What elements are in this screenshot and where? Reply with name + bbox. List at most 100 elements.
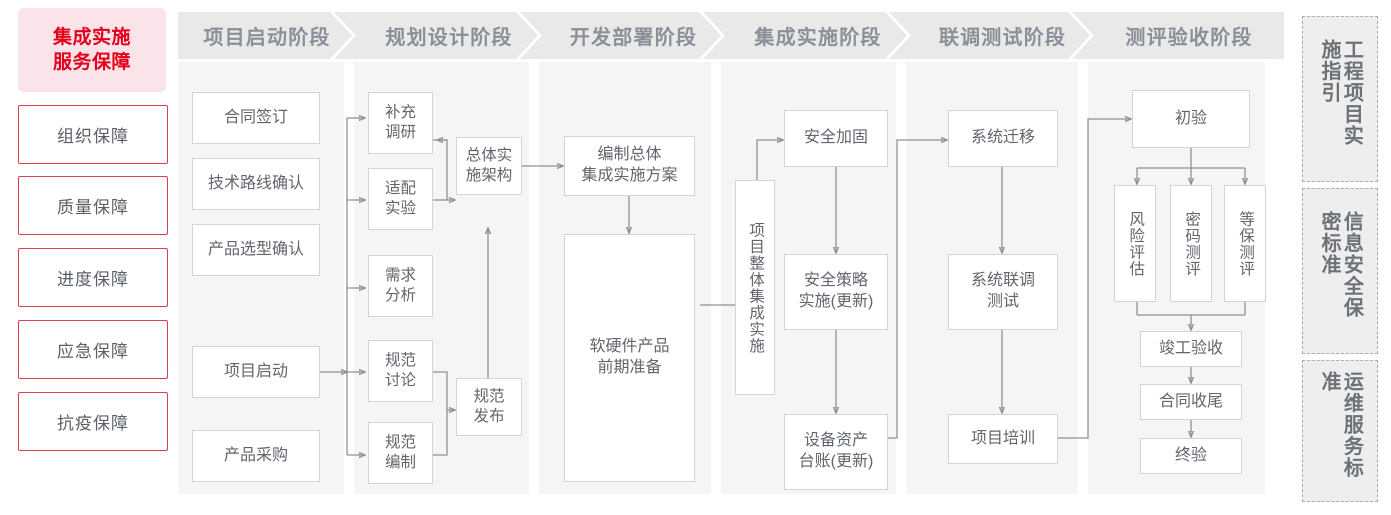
node-label: 产品采购 xyxy=(223,446,288,464)
node-label-line1: 规范 xyxy=(384,351,416,369)
node-label: 密码测评 xyxy=(1183,210,1201,277)
node-label-line2: 实施(更新) xyxy=(798,293,874,310)
node-system-migration[interactable]: 系统迁移 xyxy=(948,110,1058,167)
node-label: 项目整体集成实施 xyxy=(747,221,765,354)
phase-title: 项目启动阶段 xyxy=(203,27,331,49)
node-final-acceptance[interactable]: 终验 xyxy=(1140,438,1242,474)
node-requirement-analysis[interactable]: 需求分析 xyxy=(368,255,433,317)
node-label-line1: 总体实 xyxy=(465,146,513,164)
standard-card-implementation-guide[interactable]: 工程项目实施指引 xyxy=(1302,16,1378,182)
node-supplementary-research[interactable]: 补充调研 xyxy=(368,92,433,154)
node-project-kickoff[interactable]: 项目启动 xyxy=(192,346,320,398)
assurance-item-label: 抗疫保障 xyxy=(57,414,129,433)
node-label-line2: 编制 xyxy=(384,454,416,471)
node-completion-acceptance[interactable]: 竣工验收 xyxy=(1140,331,1242,367)
assurance-item-label: 质量保障 xyxy=(57,198,129,217)
node-preliminary-acceptance[interactable]: 初验 xyxy=(1132,90,1250,148)
standard-label: 信息安全保密标准 xyxy=(1318,211,1363,319)
node-label-line1: 设备资产 xyxy=(803,432,868,450)
assurance-rail-header: 集成实施 服务保障 xyxy=(18,8,166,92)
node-overall-integration-implementation[interactable]: 项目整体集成实施 xyxy=(735,180,775,395)
node-product-purchase[interactable]: 产品采购 xyxy=(192,430,320,482)
phase-title: 测评验收阶段 xyxy=(1125,27,1253,49)
assurance-item-organization[interactable]: 组织保障 xyxy=(18,105,168,164)
node-label: 初验 xyxy=(1174,109,1207,127)
phase-header-jointtest[interactable]: 联调测试阶段 xyxy=(911,12,1094,59)
phase-title: 开发部署阶段 xyxy=(569,27,698,49)
assurance-rail: 集成实施 服务保障 组织保障 质量保障 进度保障 应急保障 抗疫保障 xyxy=(18,8,168,507)
node-label: 技术路线确认 xyxy=(207,174,304,192)
node-mlps-evaluation[interactable]: 等保测评 xyxy=(1224,185,1266,302)
phase-title: 联调测试阶段 xyxy=(938,27,1067,49)
standard-label: 工程项目实施指引 xyxy=(1318,39,1363,147)
node-tech-route-confirm[interactable]: 技术路线确认 xyxy=(192,158,320,210)
node-label: 等保测评 xyxy=(1237,210,1255,277)
phase-title: 规划设计阶段 xyxy=(385,27,513,49)
assurance-item-emergency[interactable]: 应急保障 xyxy=(18,320,168,379)
node-label-line2: 集成实施方案 xyxy=(581,167,678,184)
node-risk-assessment[interactable]: 风险评估 xyxy=(1114,185,1156,302)
node-label: 安全加固 xyxy=(803,129,868,147)
node-label: 项目培训 xyxy=(970,429,1035,447)
node-label-line1: 规范 xyxy=(473,387,505,405)
assurance-item-label: 进度保障 xyxy=(57,270,129,289)
node-contract-closeout[interactable]: 合同收尾 xyxy=(1140,384,1242,420)
node-spec-drafting[interactable]: 规范编制 xyxy=(368,422,433,484)
node-label: 产品选型确认 xyxy=(207,240,304,258)
phase-header-development[interactable]: 开发部署阶段 xyxy=(542,12,725,59)
node-label-line2: 施架构 xyxy=(465,167,513,184)
node-label-line1: 需求 xyxy=(384,266,416,284)
node-spec-discussion[interactable]: 规范讨论 xyxy=(368,340,433,402)
node-label-line2: 讨论 xyxy=(384,372,416,389)
node-label-line1: 编制总体 xyxy=(597,146,662,164)
node-label-line2: 测试 xyxy=(986,293,1019,310)
node-label: 风险评估 xyxy=(1127,210,1145,277)
assurance-header-line2: 服务保障 xyxy=(52,52,131,73)
assurance-item-label: 组织保障 xyxy=(57,127,129,146)
node-label: 项目启动 xyxy=(223,362,288,380)
assurance-header-line1: 集成实施 xyxy=(52,26,131,48)
node-label: 竣工验收 xyxy=(1158,339,1223,357)
node-label-line1: 规范 xyxy=(384,433,416,451)
assurance-item-quality[interactable]: 质量保障 xyxy=(18,176,168,235)
assurance-item-epidemic[interactable]: 抗疫保障 xyxy=(18,392,168,451)
node-label: 系统迁移 xyxy=(970,129,1035,147)
phase-header-acceptance[interactable]: 测评验收阶段 xyxy=(1094,12,1284,59)
phase-header-initiation[interactable]: 项目启动阶段 xyxy=(178,12,356,59)
assurance-item-schedule[interactable]: 进度保障 xyxy=(18,248,168,307)
node-label-line1: 适配 xyxy=(384,179,416,197)
node-system-joint-test[interactable]: 系统联调测试 xyxy=(948,254,1058,330)
node-label-line1: 系统联调 xyxy=(970,272,1035,290)
node-label-line1: 软硬件产品 xyxy=(589,338,670,356)
standard-card-security-confidentiality[interactable]: 信息安全保密标准 xyxy=(1302,188,1378,354)
phase-header-integration[interactable]: 集成实施阶段 xyxy=(725,12,911,59)
phase-title: 集成实施阶段 xyxy=(754,27,882,49)
node-label: 终验 xyxy=(1174,446,1207,464)
node-label-line2: 分析 xyxy=(384,287,416,304)
node-contract-signing[interactable]: 合同签订 xyxy=(192,92,320,144)
assurance-item-label: 应急保障 xyxy=(57,342,129,361)
node-spec-release[interactable]: 规范发布 xyxy=(456,378,522,436)
node-integration-plan-drafting[interactable]: 编制总体集成实施方案 xyxy=(564,136,695,196)
phase-header-planning[interactable]: 规划设计阶段 xyxy=(356,12,542,59)
standard-card-om-service[interactable]: 运维服务标准 xyxy=(1302,360,1378,502)
node-label-line2: 调研 xyxy=(384,124,416,141)
node-asset-ledger-update[interactable]: 设备资产台账(更新) xyxy=(784,414,888,490)
standard-label: 运维服务标准 xyxy=(1318,371,1363,479)
node-label-line2: 台账(更新) xyxy=(798,453,874,470)
node-security-policy-update[interactable]: 安全策略实施(更新) xyxy=(784,254,888,330)
node-label-line1: 安全策略 xyxy=(803,272,868,290)
node-label: 合同签订 xyxy=(223,108,288,126)
node-security-hardening[interactable]: 安全加固 xyxy=(784,110,888,167)
node-label-line1: 补充 xyxy=(384,103,416,121)
node-label-line2: 前期准备 xyxy=(597,359,662,376)
node-label-line2: 实验 xyxy=(384,200,416,217)
node-project-training[interactable]: 项目培训 xyxy=(948,414,1058,464)
node-product-selection[interactable]: 产品选型确认 xyxy=(192,224,320,276)
node-crypto-evaluation[interactable]: 密码测评 xyxy=(1170,185,1212,302)
node-overall-architecture[interactable]: 总体实施架构 xyxy=(456,137,522,195)
node-label-line2: 发布 xyxy=(473,408,505,425)
node-adaptation-experiment[interactable]: 适配实验 xyxy=(368,168,433,230)
node-hardware-software-prep[interactable]: 软硬件产品前期准备 xyxy=(564,234,695,482)
